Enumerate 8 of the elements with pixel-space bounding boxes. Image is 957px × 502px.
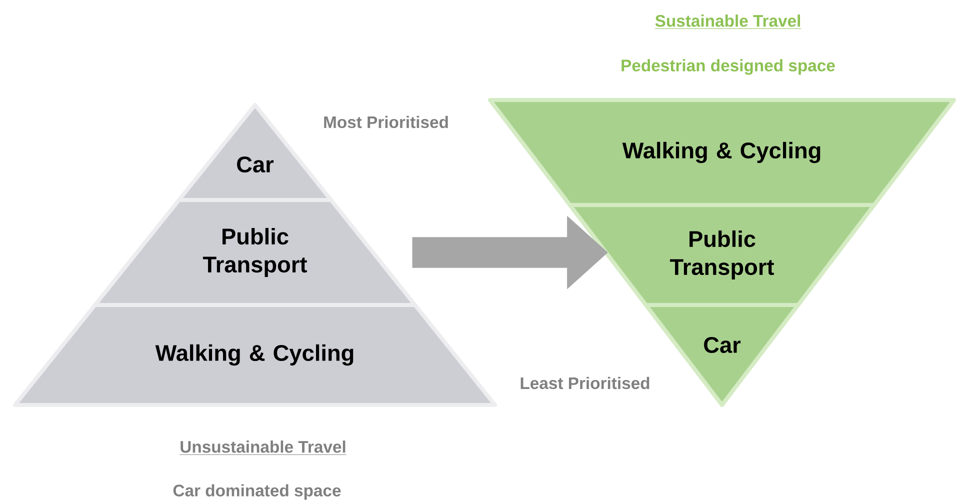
caption-text: Unsustainable Travel — [179, 440, 347, 455]
caption-text: Pedestrian designed space — [622, 59, 835, 75]
arrow — [412, 216, 608, 290]
pyramid-band: Public Transport — [568, 203, 876, 307]
pyramid-band: Walking & Cycling — [488, 98, 956, 207]
caption-text: Car dominated space — [173, 484, 341, 500]
caption-text: Sustainable Travel — [654, 14, 802, 29]
pyramid-band: Walking & Cycling — [13, 303, 497, 407]
